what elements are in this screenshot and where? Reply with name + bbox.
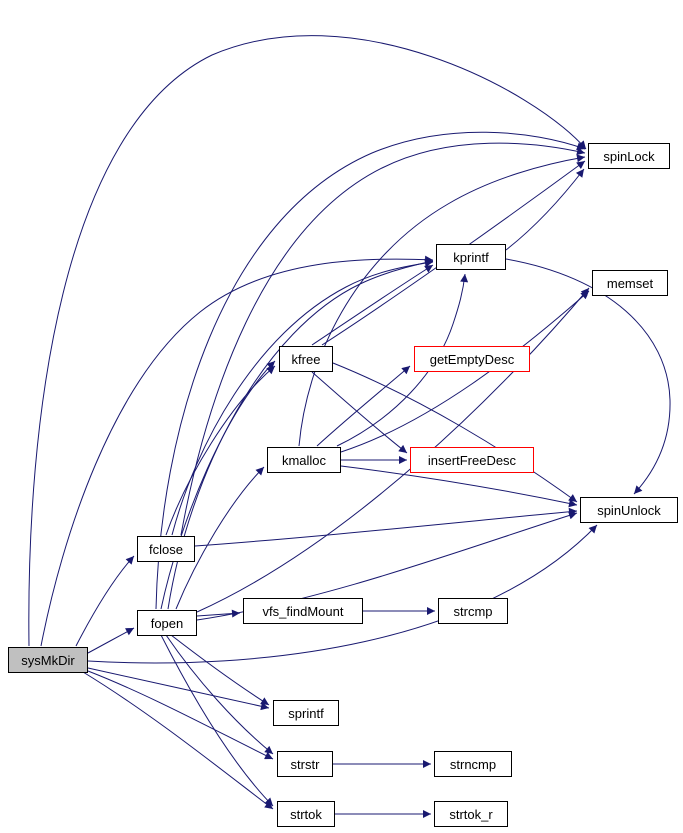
node-strncmp[interactable]: strncmp (434, 751, 512, 777)
edge-sysMkDir-to-spinLock (28, 35, 587, 647)
edge-fopen-to-kprintf (167, 258, 434, 610)
edge-kfree-to-spinUnlock (332, 362, 578, 503)
edge-fopen-to-vfs_findMount (196, 609, 241, 618)
node-vfs_findMount[interactable]: vfs_findMount (243, 598, 363, 624)
edge-fclose-to-spinUnlock (194, 507, 578, 547)
node-strcmp[interactable]: strcmp (438, 598, 508, 624)
node-kmalloc[interactable]: kmalloc (267, 447, 341, 473)
edge-kmalloc-to-memset (340, 290, 590, 453)
node-kfree[interactable]: kfree (279, 346, 333, 372)
edge-kfree-to-kprintf (311, 264, 434, 346)
edge-kfree-to-insertFreeDesc (311, 371, 408, 454)
edge-sysMkDir-to-strstr (87, 670, 274, 760)
node-spinLock[interactable]: spinLock (588, 143, 670, 169)
edge-kmalloc-to-getEmptyDesc (316, 365, 411, 447)
edge-fclose-to-kfree (165, 365, 276, 536)
edge-fopen-to-strstr (165, 634, 274, 755)
node-strtok[interactable]: strtok (277, 801, 335, 827)
edge-sysMkDir-to-strtok (82, 671, 274, 810)
node-sysMkDir: sysMkDir (8, 647, 88, 673)
edge-fopen-to-kfree (160, 360, 276, 610)
edge-kmalloc-to-spinUnlock (340, 465, 578, 508)
node-strstr[interactable]: strstr (277, 751, 333, 777)
edge-fopen-to-spinLock (155, 131, 586, 610)
edge-sysMkDir-to-kprintf (40, 255, 434, 647)
edge-kprintf-to-spinLock (505, 168, 585, 251)
edge-fopen-to-sprintf (170, 634, 270, 706)
edge-sysMkDir-to-fclose (75, 555, 135, 647)
node-sprintf[interactable]: sprintf (273, 700, 339, 726)
node-kprintf[interactable]: kprintf (436, 244, 506, 270)
node-memset[interactable]: memset (592, 270, 668, 296)
edge-fopen-to-strtok (160, 634, 274, 807)
edge-sysMkDir-to-spinUnlock (87, 524, 598, 664)
edge-fopen-to-kmalloc (175, 466, 265, 610)
edge-sysMkDir-to-fopen (87, 627, 135, 654)
edge-kmalloc-to-kprintf (336, 273, 469, 447)
edge-fclose-to-spinLock (180, 142, 586, 536)
node-insertFreeDesc[interactable]: insertFreeDesc (410, 447, 534, 473)
node-getEmptyDesc[interactable]: getEmptyDesc (414, 346, 530, 372)
node-fclose[interactable]: fclose (137, 536, 195, 562)
edge-kmalloc-to-spinLock (298, 154, 586, 447)
node-strtok_r[interactable]: strtok_r (434, 801, 508, 827)
edge-kprintf-to-spinUnlock (505, 258, 671, 495)
node-fopen[interactable]: fopen (137, 610, 197, 636)
node-spinUnlock[interactable]: spinUnlock (580, 497, 678, 523)
edge-sysMkDir-to-sprintf (87, 667, 270, 711)
